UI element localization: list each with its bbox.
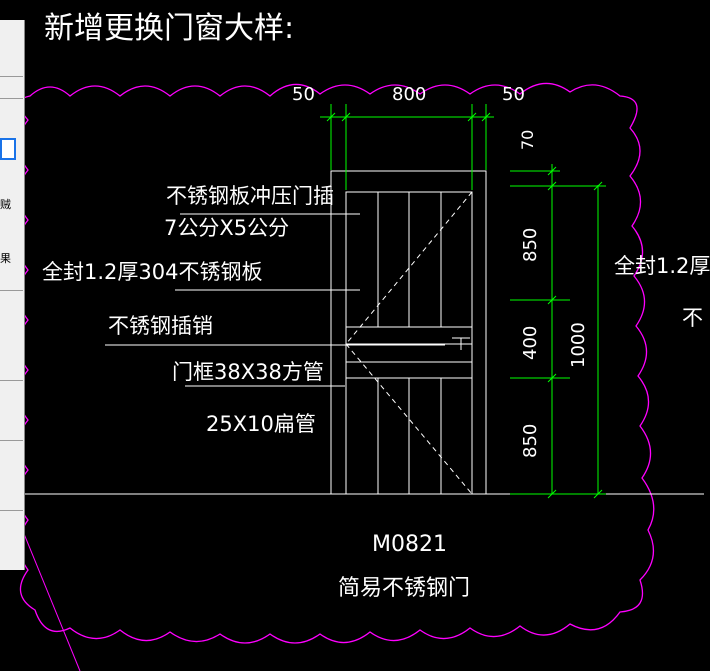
door-name: 简易不锈钢门 <box>338 576 471 601</box>
dim-right-top: 70 <box>518 129 537 150</box>
dim-right-upper: 850 <box>520 227 541 262</box>
side-label-2: 果 <box>0 252 11 265</box>
side-row-4 <box>0 380 23 381</box>
side-label-1: 贼 <box>0 198 11 211</box>
swing-line-upper <box>345 191 473 345</box>
dim-right-middle: 400 <box>520 325 541 360</box>
label-flat-tube: 25X10扁管 <box>206 412 316 436</box>
side-row-2 <box>0 76 23 99</box>
label-plate-line2: 7公分X5公分 <box>164 216 290 240</box>
side-row-3 <box>0 290 23 291</box>
label-plate-line1: 不锈钢板冲压门插 <box>166 184 334 208</box>
swing-line-lower <box>345 343 473 495</box>
dim-top-mid: 800 <box>392 84 427 105</box>
label-bolt: 不锈钢插销 <box>108 314 213 338</box>
side-row-6 <box>0 510 23 511</box>
side-option-button[interactable] <box>0 138 16 160</box>
dim-right-total: 1000 <box>568 322 589 368</box>
revision-cloud <box>17 82 655 644</box>
dim-right-lower: 850 <box>520 423 541 458</box>
label-frame: 门框38X38方管 <box>172 360 324 384</box>
drawing-title: 新增更换门窗大样: <box>44 11 295 46</box>
dim-top-left: 50 <box>292 84 315 105</box>
label-full-seal: 全封1.2厚304不锈钢板 <box>42 260 263 284</box>
side-row-1 <box>0 20 23 77</box>
handle-icon <box>452 337 470 350</box>
dim-top <box>320 104 494 190</box>
side-dialog-panel: 贼 果 <box>0 20 25 570</box>
right-partial-label-1: 全封1.2厚 <box>614 254 710 278</box>
dim-right <box>510 164 606 499</box>
door-code: M0821 <box>372 532 447 557</box>
side-row-5 <box>0 440 23 441</box>
dim-top-right: 50 <box>502 84 525 105</box>
right-partial-label-2: 不 <box>682 306 703 330</box>
